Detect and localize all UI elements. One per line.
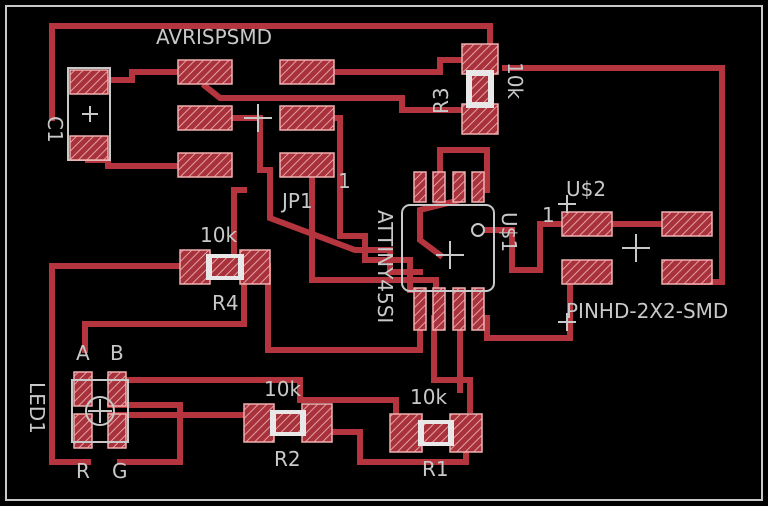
label-r3: R3 [429,87,453,114]
label-led-r: R [76,459,90,483]
resistor-r2 [243,403,333,443]
attiny45-chip [401,171,495,331]
avrisp-header [177,59,335,178]
label-led1: LED1 [25,382,49,434]
resistor-r3 [461,43,499,135]
label-r2-value: 10k [264,377,301,401]
label-u2-pin: 1 [542,203,555,227]
header-2x2 [558,195,713,331]
label-r1-value: 10k [410,385,447,409]
label-u2: U$2 [566,177,606,201]
capacitor-c1 [67,67,111,161]
label-led-b: B [110,341,124,365]
label-c1: C1 [43,116,67,143]
label-avrisp: AVRISPSMD [156,25,272,49]
label-pinhd: PINHD-2X2-SMD [566,299,728,323]
board-outline [5,5,763,501]
label-led-a: A [76,341,90,365]
label-r4: R4 [212,291,239,315]
label-r4-value: 10k [200,223,237,247]
resistor-r1 [389,413,483,453]
label-r1: R1 [422,457,449,481]
label-jp1-pin: 1 [338,169,351,193]
label-led-g: G [112,459,128,483]
label-jp1: JP1 [280,189,313,213]
label-r2: R2 [274,447,301,471]
label-r3-value: 10k [503,62,527,99]
led-rgb [71,371,129,449]
label-u1: U$1 [497,212,521,252]
label-attiny: ATTINY45SI [373,210,397,323]
resistor-r4 [179,249,271,285]
